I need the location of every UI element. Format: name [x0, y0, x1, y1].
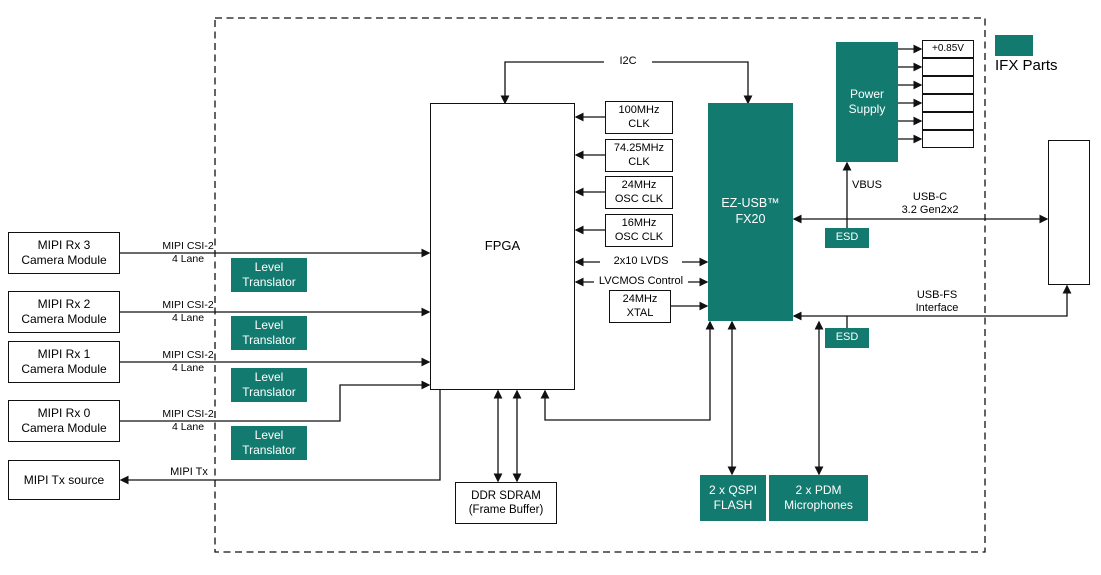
node-ez-usb-fx20: EZ-USB™ FX20 — [708, 103, 793, 321]
node-qspi-flash: 2 x QSPI FLASH — [700, 475, 766, 521]
node-label: Camera Module — [21, 253, 107, 267]
power-rail-box — [922, 76, 974, 94]
label-csi-rx2: MIPI CSI-2 4 Lane — [162, 299, 214, 324]
node-label: Level — [254, 370, 284, 384]
power-rail-box — [922, 112, 974, 130]
node-mipi-rx3-camera: MIPI Rx 3 Camera Module — [8, 232, 120, 274]
legend-label: IFX Parts — [995, 57, 1058, 74]
wire-csi-rx0 — [120, 380, 431, 422]
node-label: OSC CLK — [614, 230, 664, 243]
node-label: MIPI Tx source — [23, 472, 105, 487]
ifx-parts-swatch — [995, 35, 1033, 56]
label-csi-rx3: MIPI CSI-2 4 Lane — [162, 240, 214, 265]
label-csi-rx0: MIPI CSI-2 4 Lane — [162, 408, 214, 433]
node-label: 24MHz — [622, 292, 658, 305]
node-label: 74.25MHz — [613, 141, 665, 154]
node-clk-16mhz-osc: 16MHz OSC CLK — [605, 214, 673, 247]
node-label: Camera Module — [21, 362, 107, 376]
node-label: Translator — [242, 333, 296, 347]
node-label: Microphones — [784, 498, 853, 512]
node-label: Translator — [242, 275, 296, 289]
node-label: 24MHz — [621, 178, 657, 191]
power-rail-box — [922, 130, 974, 148]
node-pdm-microphones: 2 x PDM Microphones — [769, 475, 868, 521]
node-level-translator-4: Level Translator — [231, 426, 307, 460]
node-label: 2 x PDM — [795, 483, 842, 497]
node-label: MIPI Rx 2 — [37, 297, 91, 311]
node-level-translator-3: Level Translator — [231, 368, 307, 402]
node-label: 2 x QSPI — [708, 483, 758, 497]
node-label: MIPI Rx 1 — [37, 347, 91, 361]
node-label: Level — [254, 260, 284, 274]
wire-fpga-fx20 — [540, 320, 715, 421]
node-label: OSC CLK — [614, 192, 664, 205]
node-clk-24mhz-osc: 24MHz OSC CLK — [605, 176, 673, 209]
node-fpga: FPGA — [430, 103, 575, 390]
node-label: Supply — [848, 102, 886, 116]
label-usbc: USB-C 3.2 Gen2x2 — [901, 191, 959, 217]
node-mipi-rx0-camera: MIPI Rx 0 Camera Module — [8, 400, 120, 442]
label-vbus: VBUS — [852, 179, 882, 191]
power-rail-box-0v85: +0.85V — [922, 40, 974, 58]
node-label: Translator — [242, 385, 296, 399]
label-lvcmos: LVCMOS Control — [594, 275, 688, 289]
node-label: FX20 — [735, 212, 766, 226]
node-label: Level — [254, 428, 284, 442]
node-mipi-rx1-camera: MIPI Rx 1 Camera Module — [8, 341, 120, 383]
node-mipi-rx2-camera: MIPI Rx 2 Camera Module — [8, 291, 120, 333]
node-label: Camera Module — [21, 312, 107, 326]
label-usbfs: USB-FS Interface — [915, 289, 959, 315]
label-i2c: I2C — [604, 55, 652, 69]
node-esd-usbfs: ESD — [825, 328, 869, 348]
power-rail-box — [922, 94, 974, 112]
label-mipi-tx: MIPI Tx — [170, 466, 208, 478]
wire-mipi-tx — [119, 390, 441, 485]
node-label: Power — [849, 87, 884, 101]
node-ddr-sdram: DDR SDRAM (Frame Buffer) — [455, 482, 557, 524]
node-level-translator-1: Level Translator — [231, 258, 307, 292]
label-lvds: 2x10 LVDS — [600, 255, 682, 269]
wire-usbfs — [792, 284, 1072, 321]
node-label: DDR SDRAM — [471, 489, 541, 502]
usbc-connector — [1048, 140, 1090, 285]
power-rail-box — [922, 58, 974, 76]
node-label: Level — [254, 318, 284, 332]
node-power-supply: Power Supply — [836, 42, 898, 162]
node-label: CLK — [628, 117, 650, 130]
node-label: MIPI Rx 0 — [37, 406, 91, 420]
node-mipi-tx-source: MIPI Tx source — [8, 460, 120, 500]
node-label: 16MHz — [621, 216, 657, 229]
node-label: FLASH — [713, 498, 753, 512]
node-xtal-24mhz: 24MHz XTAL — [609, 290, 671, 323]
node-label: XTAL — [626, 306, 654, 319]
node-level-translator-2: Level Translator — [231, 316, 307, 350]
node-label: Camera Module — [21, 421, 107, 435]
node-label: 100MHz — [618, 103, 660, 116]
node-label: CLK — [628, 155, 650, 168]
node-label: (Frame Buffer) — [468, 504, 544, 516]
node-clk-7425mhz: 74.25MHz CLK — [605, 139, 673, 172]
node-label: EZ-USB™ — [721, 196, 780, 211]
label-csi-rx1: MIPI CSI-2 4 Lane — [162, 349, 214, 374]
node-label: Translator — [242, 443, 296, 457]
node-esd-usbc: ESD — [825, 228, 869, 248]
node-clk-100mhz: 100MHz CLK — [605, 101, 673, 134]
node-label: MIPI Rx 3 — [37, 238, 91, 252]
